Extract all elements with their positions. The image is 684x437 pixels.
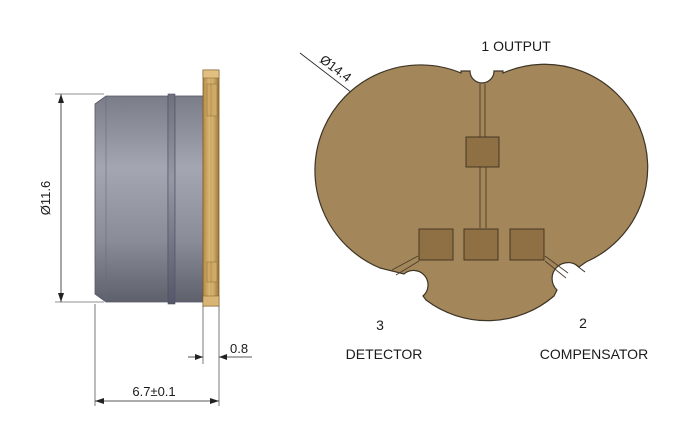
pin-label-output: 1 OUTPUT (481, 38, 551, 54)
diameter-11-6-dimension: Ø11.6 (38, 93, 104, 303)
header-board (202, 69, 220, 307)
pad-compensator (509, 228, 545, 261)
pin-number-3: 3 (376, 317, 384, 333)
pin-label-compensator: 2 COMPENSATOR (540, 315, 648, 362)
pad-center (463, 228, 499, 261)
sensor-base (174, 95, 206, 303)
sensor-groove-ring (167, 93, 176, 305)
pcb-traces (391, 84, 569, 279)
length-label: 6.7±0.1 (132, 384, 175, 399)
side-view: Ø11.6 0.8 6.7±0.1 (38, 69, 252, 406)
pad-detector (418, 228, 454, 261)
side-diameter-label: Ø11.6 (38, 181, 53, 215)
pin-name-compensator: COMPENSATOR (540, 346, 648, 362)
pin-label-detector: 3 DETECTOR (346, 317, 423, 362)
pin-number-2: 2 (579, 315, 587, 331)
header-disk (314, 63, 649, 322)
thickness-label: 0.8 (230, 341, 248, 356)
svg-text:1 OUTPUT: 1 OUTPUT (481, 38, 551, 54)
thickness-dimension: 0.8 (188, 306, 252, 364)
pad-output (465, 136, 500, 168)
pin-name-detector: DETECTOR (346, 346, 423, 362)
length-dimension: 6.7±0.1 (94, 304, 220, 406)
top-view: Ø14.4 1 OUTPUT 2 COMPENSATOR (299, 38, 649, 362)
